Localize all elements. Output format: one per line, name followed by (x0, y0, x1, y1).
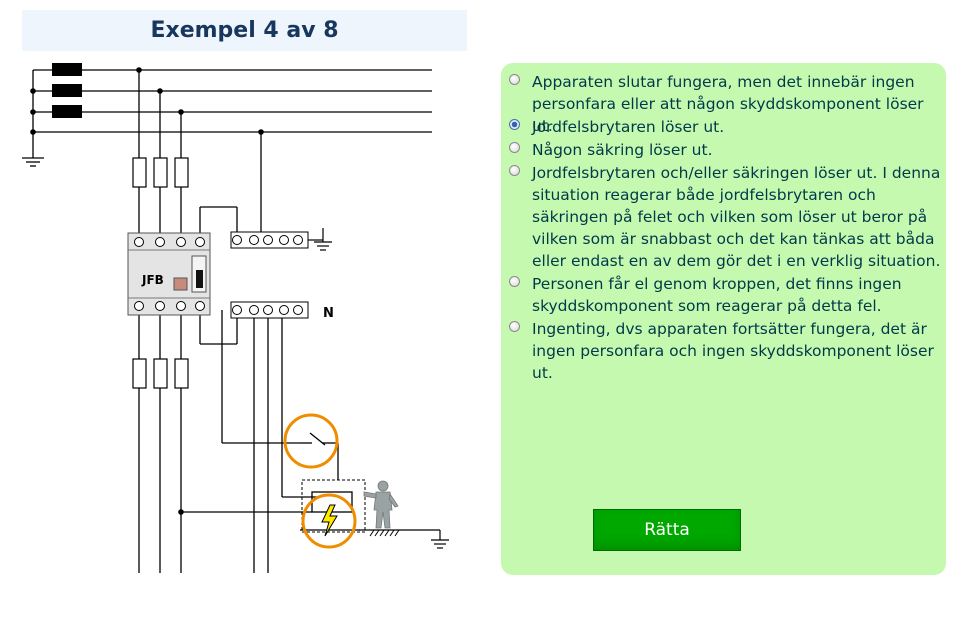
option-3-label[interactable]: Någon säkring löser ut. (532, 141, 713, 159)
person-icon (363, 480, 399, 529)
option-6[interactable]: Ingenting, dvs apparaten fortsätter fung… (509, 318, 941, 384)
circuit-diagram: JFB N (22, 63, 449, 573)
option-1-radio[interactable] (509, 74, 520, 85)
option-4[interactable]: Jordfelsbrytaren och/eller säkringen lös… (509, 162, 941, 272)
option-5-radio[interactable] (509, 276, 520, 287)
title-bar: Exempel 4 av 8 (22, 10, 467, 51)
switch-highlight (283, 413, 339, 469)
option-2-radio[interactable] (509, 119, 520, 130)
option-5[interactable]: Personen får el genom kroppen, det finns… (509, 273, 941, 317)
submit-button[interactable]: Rätta (593, 509, 741, 551)
option-3[interactable]: Någon säkring löser ut. (509, 139, 941, 161)
fault-highlight (301, 493, 357, 549)
option-1-label[interactable]: Apparaten slutar fungera, men det innebä… (532, 73, 924, 135)
option-6-radio[interactable] (509, 321, 520, 332)
option-4-label[interactable]: Jordfelsbrytaren och/eller säkringen lös… (532, 164, 941, 270)
option-1[interactable]: Apparaten slutar fungera, men det innebä… (509, 71, 941, 137)
rcd-label: JFB (141, 273, 164, 287)
option-2-label[interactable]: Jordfelsbrytaren löser ut. (532, 118, 725, 136)
option-2[interactable]: Jordfelsbrytaren löser ut. (509, 116, 941, 138)
neutral-label: N (323, 306, 334, 321)
quiz-panel: Apparaten slutar fungera, men det innebä… (501, 63, 946, 575)
option-6-label[interactable]: Ingenting, dvs apparaten fortsätter fung… (532, 320, 934, 382)
lightning-icon (321, 504, 338, 537)
option-4-radio[interactable] (509, 165, 520, 176)
option-5-label[interactable]: Personen får el genom kroppen, det finns… (532, 275, 902, 315)
page-title: Exempel 4 av 8 (150, 18, 339, 43)
option-3-radio[interactable] (509, 142, 520, 153)
